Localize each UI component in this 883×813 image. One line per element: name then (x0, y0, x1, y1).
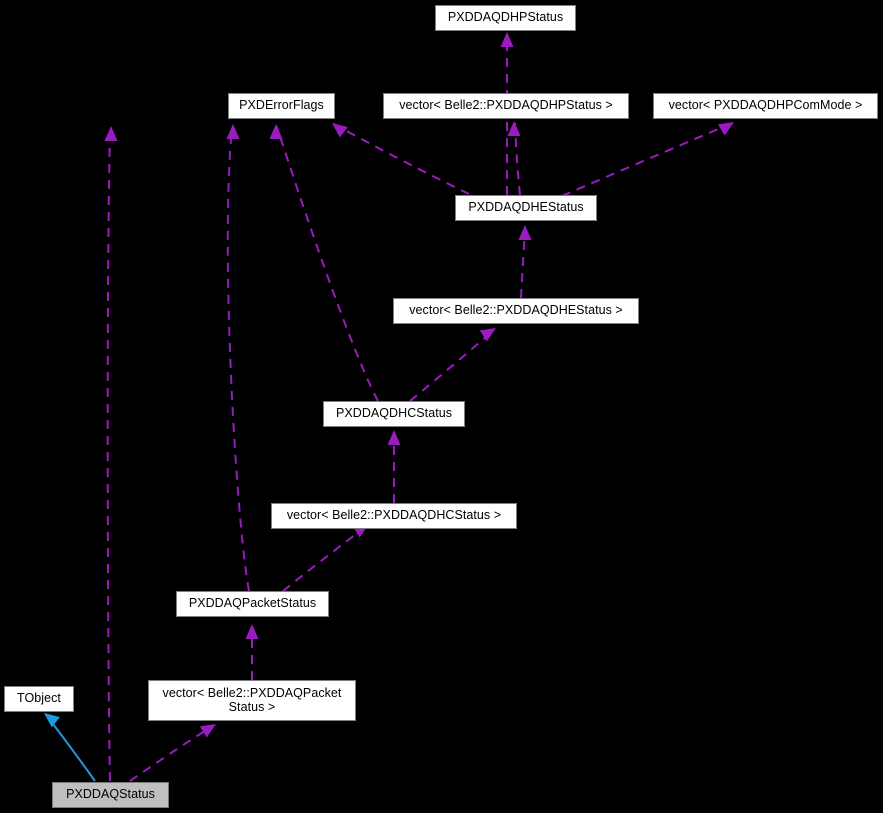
edge-dhc_status-to-vec_dhe_status (409, 328, 496, 402)
edge-dhe_status-to-error_flags (332, 123, 470, 195)
edge-daq_status-to-vec_packet_status (129, 724, 216, 782)
arrowhead (507, 121, 521, 136)
edge-dhc_status-to-error_flags (269, 124, 379, 402)
arrowhead (500, 32, 514, 47)
class-node-dhe_status[interactable]: PXDDAQDHEStatus (455, 195, 597, 221)
arrowhead (387, 430, 401, 445)
class-node-vec_dhp_status[interactable]: vector< Belle2::PXDDAQDHPStatus > (383, 93, 629, 119)
arrowhead (717, 122, 734, 136)
class-node-packet_status[interactable]: PXDDAQPacketStatus (176, 591, 329, 617)
edge-packet_status-to-vec_dhc_status (282, 524, 369, 592)
edge-dhe_status-to-dhp_status (500, 32, 514, 196)
arrowhead (104, 126, 118, 141)
class-node-vec_packet_status[interactable]: vector< Belle2::PXDDAQPacket Status > (148, 680, 356, 721)
arrowhead (245, 624, 259, 639)
edge-vec_dhe_status-to-dhe_status (518, 225, 532, 299)
edge-packet_status-to-error_flags (226, 124, 250, 592)
arrowhead (518, 225, 532, 240)
class-node-dhc_status[interactable]: PXDDAQDHCStatus (323, 401, 465, 427)
arrowhead (479, 328, 496, 342)
edge-dhe_status-to-vec_dhp_commode (561, 122, 734, 197)
edge-dhe_status-to-vec_dhp_status (507, 121, 521, 196)
arrowhead (199, 724, 216, 738)
edge-daq_status-to-tobject (44, 713, 96, 782)
class-node-vec_dhp_commode[interactable]: vector< PXDDAQDHPComMode > (653, 93, 878, 119)
edge-daq_status-to-error_flags (104, 126, 118, 782)
class-node-tobject[interactable]: TObject (4, 686, 74, 712)
edge-vec_dhc_status-to-dhc_status (387, 430, 401, 503)
arrowhead (44, 713, 60, 728)
class-node-daq_status[interactable]: PXDDAQStatus (52, 782, 169, 808)
class-node-vec_dhc_status[interactable]: vector< Belle2::PXDDAQDHCStatus > (271, 503, 517, 529)
edge-vec_packet_status-to-packet_status (245, 624, 259, 680)
class-node-dhp_status[interactable]: PXDDAQDHPStatus (435, 5, 576, 31)
arrowhead (332, 123, 348, 138)
class-node-vec_dhe_status[interactable]: vector< Belle2::PXDDAQDHEStatus > (393, 298, 639, 324)
arrowhead (226, 124, 240, 139)
class-node-error_flags[interactable]: PXDErrorFlags (228, 93, 335, 119)
arrowhead (269, 124, 283, 139)
